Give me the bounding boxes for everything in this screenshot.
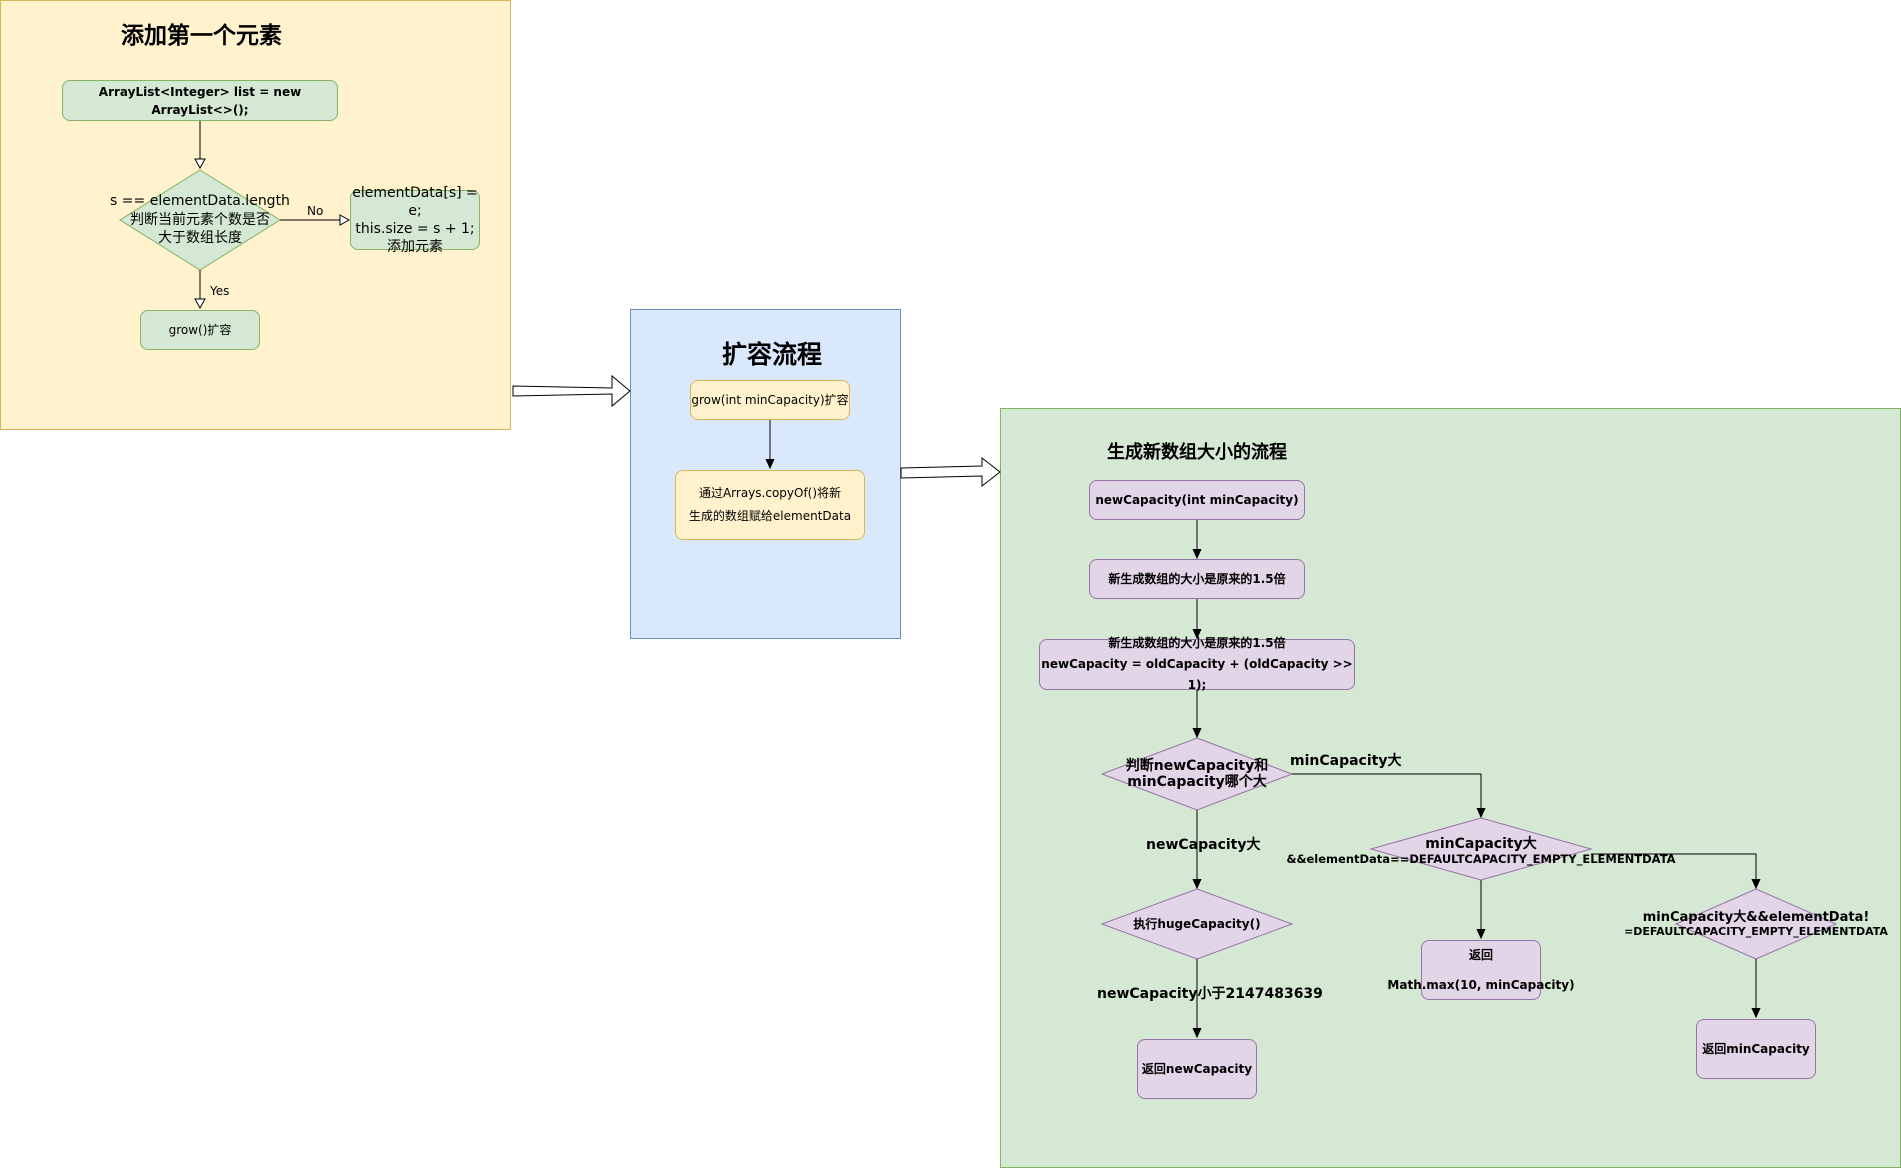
- arrays-copyof-node: 通过Arrays.copyOf()将新 生成的数组赋给elementData: [675, 470, 865, 540]
- default-line-1: minCapacity大: [1425, 835, 1537, 852]
- capacity-formula-node: 新生成数组的大小是原来的1.5倍 newCapacity = oldCapaci…: [1039, 636, 1355, 692]
- arraylist-init-text: ArrayList<Integer> list = new ArrayList<…: [98, 84, 302, 117]
- return-min-text: 返回minCapacity: [1702, 1042, 1810, 1056]
- big-arrow-to-grow-panel: [512, 374, 631, 408]
- new-capacity-method-node: newCapacity(int minCapacity): [1089, 480, 1305, 520]
- one-half-size-node: 新生成数组的大小是原来的1.5倍: [1089, 559, 1305, 599]
- default-decision-text: minCapacity大 &&elementData==DEFAULTCAPAC…: [1271, 834, 1691, 868]
- grow-method-node: grow(int minCapacity)扩容: [690, 380, 850, 420]
- huge-capacity-decision-text: 执行hugeCapacity(): [1117, 914, 1277, 934]
- return-max-line-2: Math.max(10, minCapacity): [1387, 978, 1575, 992]
- compare-line-2: minCapacity哪个大: [1127, 774, 1267, 790]
- decision-line-1: s == elementData.length: [110, 192, 290, 209]
- edge-label-min-bigger: minCapacity大: [1290, 753, 1402, 769]
- length-decision-text: s == elementData.length 判断当前元素个数是否 大于数组长…: [110, 186, 290, 254]
- add-element-title: 添加第一个元素: [121, 23, 282, 49]
- new-capacity-method-text: newCapacity(int minCapacity): [1095, 493, 1299, 507]
- add-element-line-2: this.size = s + 1;: [355, 221, 475, 237]
- not-default-decision-text: minCapacity大&&elementData! =DEFAULTCAPAC…: [1616, 908, 1896, 942]
- add-element-line-1: elementData[s] = e;: [352, 184, 478, 219]
- copyof-line-2: 生成的数组赋给elementData: [688, 509, 852, 523]
- decision-line-2: 判断当前元素个数是否: [130, 211, 270, 228]
- big-arrow-to-new-capacity-panel: [900, 456, 1001, 488]
- copyof-line-1: 通过Arrays.copyOf()将新: [698, 486, 842, 501]
- edge-default-to-not-default: [1591, 853, 1756, 888]
- compare-line-1: 判断newCapacity和: [1125, 757, 1269, 774]
- edge-label-less-than-max: newCapacity小于2147483639: [1097, 986, 1323, 1002]
- one-half-size-text: 新生成数组的大小是原来的1.5倍: [1108, 572, 1286, 586]
- default-line-2: &&elementData==DEFAULTCAPACITY_EMPTY_ELE…: [1286, 851, 1676, 866]
- grow-flow-title: 扩容流程: [722, 340, 823, 369]
- arraylist-init-node: ArrayList<Integer> list = new ArrayList<…: [62, 80, 338, 121]
- decision-line-3: 大于数组长度: [158, 230, 242, 247]
- not-default-line-2: =DEFAULTCAPACITY_EMPTY_ELEMENTDATA: [1624, 925, 1888, 939]
- grow-call-text: grow()扩容: [168, 323, 232, 337]
- new-capacity-title: 生成新数组大小的流程: [1107, 442, 1287, 463]
- edge-label-new-bigger: newCapacity大: [1146, 837, 1261, 853]
- return-new-text: 返回newCapacity: [1141, 1062, 1253, 1076]
- not-default-line-1: minCapacity大&&elementData!: [1642, 910, 1870, 926]
- huge-capacity-text: 执行hugeCapacity(): [1133, 916, 1261, 931]
- add-element-line-3: 添加元素: [387, 239, 443, 256]
- formula-line-2: newCapacity = oldCapacity + (oldCapacity…: [1041, 657, 1353, 692]
- return-math-max-node: 返回 Math.max(10, minCapacity): [1387, 940, 1575, 1000]
- formula-line-1: 新生成数组的大小是原来的1.5倍: [1108, 636, 1286, 650]
- grow-call-node: grow()扩容: [140, 310, 260, 350]
- edge-label-yes: Yes: [210, 284, 230, 298]
- edge-compare-min-bigger: [1292, 773, 1481, 817]
- return-max-line-1: 返回: [1468, 947, 1493, 962]
- add-element-node: elementData[s] = e; this.size = s + 1; 添…: [350, 185, 480, 255]
- return-min-capacity-node: 返回minCapacity: [1696, 1019, 1816, 1079]
- edge-label-no: No: [307, 204, 324, 218]
- compare-decision-text: 判断newCapacity和 minCapacity哪个大: [1117, 755, 1277, 793]
- return-new-capacity-node: 返回newCapacity: [1137, 1039, 1257, 1099]
- grow-method-text: grow(int minCapacity)扩容: [691, 393, 849, 407]
